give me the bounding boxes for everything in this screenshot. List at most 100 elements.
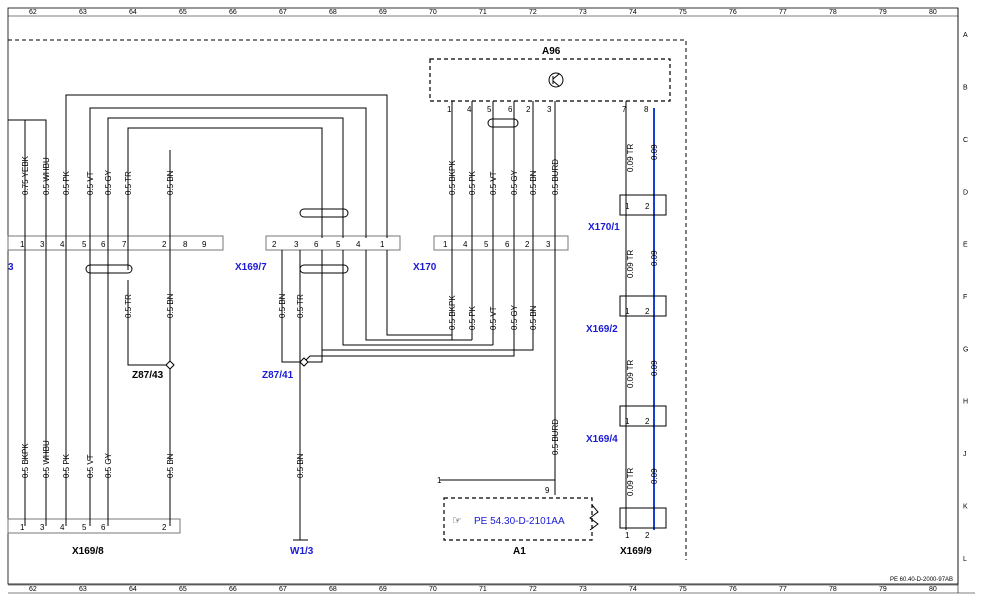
a1-pin-1: 1 (437, 476, 442, 485)
grid-col-bottom: 77 (779, 586, 787, 593)
grid-col-bottom: 79 (879, 586, 887, 593)
grid-col-top: 69 (379, 9, 387, 16)
wire-label: 0.75 YEBK (21, 155, 30, 195)
grid-column-labels: 6262636364646565666667676868696970707171… (29, 9, 937, 593)
pin-label: 2 (645, 307, 650, 316)
doc-number: PE 60.40-D-2000-97AB (890, 577, 953, 583)
wire-label: 0.5 BN (166, 170, 175, 195)
wire-labels: 0.75 YEBK 0.5 WHBU 0.5 PK 0.5 VT 0.5 GY 0.5 T… (21, 143, 659, 496)
grid-col-top: 67 (279, 9, 287, 16)
transistor-icon (548, 72, 564, 88)
grid-col-bottom: 69 (379, 586, 387, 593)
pin-label: 1 (625, 202, 630, 211)
wire-label: 0.5 GY (510, 169, 519, 195)
pin-label: 5 (82, 240, 87, 249)
pin-label: 4 (467, 105, 472, 114)
pin-label: 1 (20, 240, 25, 249)
label-a1: A1 (513, 546, 526, 557)
wire-label: 0.5 WHBU (42, 440, 51, 478)
label-x169-2[interactable]: X169/2 (586, 324, 618, 335)
pin-label: 6 (505, 240, 510, 249)
label-x170[interactable]: X170 (413, 262, 437, 273)
wire-label: 0.5 BKPK (21, 443, 30, 478)
grid-col-top: 70 (429, 9, 437, 16)
grid-col-bottom: 70 (429, 586, 437, 593)
grid-row-label: A (963, 32, 968, 39)
wire-label: 0.5 BURD (551, 419, 560, 455)
grid-col-top: 62 (29, 9, 37, 16)
wire-label: 0.5 VT (489, 171, 498, 195)
wire-label: 0.5 BN (529, 170, 538, 195)
grid-col-bottom: 63 (79, 586, 87, 593)
grid-col-bottom: 72 (529, 586, 537, 593)
grid-col-bottom: 62 (29, 586, 37, 593)
grid-col-top: 63 (79, 9, 87, 16)
pin-label: 5 (82, 523, 87, 532)
grid-col-top: 68 (329, 9, 337, 16)
right-connectors (619, 194, 667, 529)
wire-label: 0.5 GY (104, 169, 113, 195)
label-left-conn[interactable]: 3 (8, 262, 14, 273)
wire-label: 0.09 TR (626, 359, 635, 388)
label-w1-3[interactable]: W1/3 (290, 546, 314, 557)
grid-row-label: G (963, 346, 968, 353)
pin-label: 2 (525, 240, 530, 249)
pin-label: 5 (484, 240, 489, 249)
module-boundary (8, 39, 687, 560)
pin-label: 7 (122, 240, 127, 249)
wire-label: 0.5 TR (296, 294, 305, 318)
a1-pin-9: 9 (545, 486, 550, 495)
wire-label: 0.5 BN (278, 293, 287, 318)
a96-box (429, 58, 671, 102)
wire-label: 0.5 PK (62, 170, 71, 195)
label-x169-4[interactable]: X169/4 (586, 434, 618, 445)
wire-label: 0.09 (650, 250, 659, 266)
x169-7-connector (265, 235, 401, 251)
left-connector (7, 235, 224, 251)
grid-col-top: 78 (829, 9, 837, 16)
wire-label: 0.5 VT (86, 171, 95, 195)
pin-label: 3 (294, 240, 299, 249)
pin-label: 2 (162, 240, 167, 249)
label-a96: A96 (542, 46, 561, 57)
pin-label: 3 (40, 240, 45, 249)
pin-label: 7 (622, 105, 627, 114)
pin-label: 4 (60, 240, 65, 249)
wire-label: 0.09 TR (626, 467, 635, 496)
splice-z87-41-icon (299, 357, 309, 367)
pin-label: 3 (40, 523, 45, 532)
label-z87-41[interactable]: Z87/41 (262, 370, 294, 381)
grid-row-label: B (963, 85, 968, 92)
label-x170-1[interactable]: X170/1 (588, 222, 620, 233)
pin-label: 1 (447, 105, 452, 114)
reference-link[interactable]: PE 54.30-D-2101AA (474, 516, 565, 527)
pin-label: 1 (20, 523, 25, 532)
wire-label: 0.5 GY (510, 304, 519, 330)
grid-col-top: 72 (529, 9, 537, 16)
pin-label: 2 (162, 523, 167, 532)
grid-col-top: 71 (479, 9, 487, 16)
grid-col-bottom: 68 (329, 586, 337, 593)
grid-row-label: C (963, 137, 968, 144)
pin-label: 2 (526, 105, 531, 114)
wire-label: 0.5 VT (86, 454, 95, 478)
grid-row-label: L (963, 556, 967, 563)
wire-label: 0.5 TR (124, 294, 133, 318)
grid-col-bottom: 71 (479, 586, 487, 593)
label-z87-43: Z87/43 (132, 370, 164, 381)
wire-label: 0.5 BN (529, 305, 538, 330)
wire-bundle-marker (487, 118, 519, 128)
grid-col-top: 75 (679, 9, 687, 16)
grid-col-top: 76 (729, 9, 737, 16)
grid-col-bottom: 66 (229, 586, 237, 593)
wire-bundle-marker (85, 264, 133, 274)
splice-z87-43-icon (165, 360, 175, 370)
wire-label: 0.09 (650, 144, 659, 160)
wire-label: 0.5 PK (62, 453, 71, 478)
label-x169-7[interactable]: X169/7 (235, 262, 267, 273)
wire-label: 0.5 GY (104, 452, 113, 478)
pin-label: 1 (625, 531, 630, 540)
label-x169-9: X169/9 (620, 546, 652, 557)
pin-label: 6 (101, 523, 106, 532)
